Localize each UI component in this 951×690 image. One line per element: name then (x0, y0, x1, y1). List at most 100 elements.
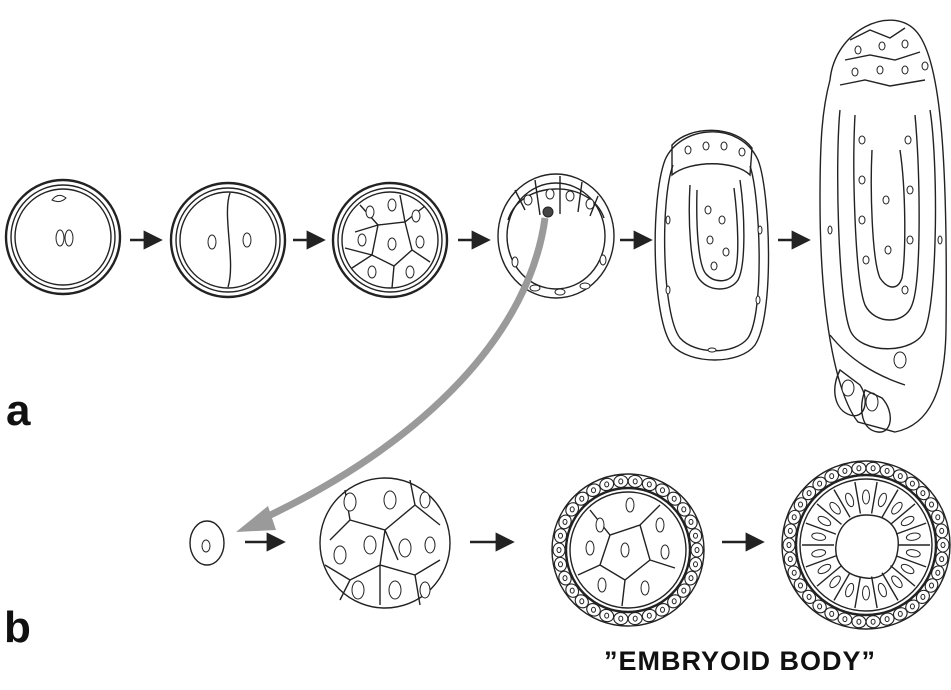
cell-nucleus (788, 557, 792, 562)
cell-boundary (855, 577, 861, 609)
cell-nucleus (605, 482, 609, 487)
cell-nucleus (592, 488, 596, 493)
cell-nucleus (921, 491, 925, 496)
cell-nucleus (898, 611, 902, 616)
label-a: a (6, 386, 30, 436)
cell-nucleus (788, 528, 792, 533)
cell-nucleus (563, 576, 567, 581)
cell-nucleus (877, 582, 888, 598)
cell-boundary (872, 482, 878, 514)
cell-nucleus (844, 492, 855, 508)
cell-nucleus (570, 588, 574, 593)
cell-nucleus (799, 583, 803, 588)
cell-nucleus (792, 570, 796, 575)
cell-nucleus (605, 613, 609, 618)
cell-nucleus (807, 491, 811, 496)
cell-nucleus (811, 549, 826, 558)
cell-nucleus (559, 533, 563, 538)
cell-nucleus (633, 479, 637, 484)
cell-nucleus (694, 562, 698, 567)
cell-boundary (896, 556, 926, 567)
cell-nucleus (817, 514, 833, 527)
cell-nucleus (921, 594, 925, 599)
cell-nucleus (871, 619, 875, 624)
cell-nucleus (811, 532, 826, 541)
cell-nucleus (830, 474, 834, 479)
cell-nucleus (563, 519, 567, 524)
cell-boundary (806, 556, 836, 567)
cell-nucleus (580, 496, 584, 501)
egg-cylinder-early-stage (655, 130, 768, 360)
cell-nucleus (898, 474, 902, 479)
cell-nucleus (900, 514, 916, 527)
cell-nucleus (580, 599, 584, 604)
cell-nucleus (930, 502, 934, 507)
cell-nucleus (885, 468, 889, 473)
cell-nucleus (647, 613, 651, 618)
cell-nucleus (672, 496, 676, 501)
cell-nucleus (557, 548, 561, 553)
cell-nucleus (843, 468, 847, 473)
cell-nucleus (570, 507, 574, 512)
cell-nucleus (619, 479, 623, 484)
cell-nucleus (559, 562, 563, 567)
morula-stage (333, 183, 447, 297)
cell-nucleus (830, 611, 834, 616)
cell-nucleus (792, 515, 796, 520)
cell-nucleus (890, 501, 904, 516)
cell-nucleus (682, 507, 686, 512)
cell-nucleus (818, 604, 822, 609)
cell-nucleus (828, 574, 842, 589)
cell-nucleus (647, 482, 651, 487)
cell-nucleus (689, 519, 693, 524)
cell-nucleus (787, 543, 791, 548)
cell-nucleus (844, 582, 855, 598)
cell-nucleus (818, 481, 822, 486)
cell-nucleus (828, 501, 842, 516)
single-cell-stage (190, 521, 224, 565)
two-cell-stage (171, 183, 285, 297)
cell-nucleus (661, 607, 665, 612)
cell-nucleus (695, 548, 699, 553)
cell-nucleus (910, 604, 914, 609)
cell-boundary (872, 577, 878, 609)
cell-nucleus (857, 619, 861, 624)
cell-nucleus (592, 607, 596, 612)
cell-nucleus (843, 617, 847, 622)
cell-nucleus (689, 576, 693, 581)
cell-boundary (855, 482, 861, 514)
cell-nucleus (940, 557, 944, 562)
derivation-arrow (236, 218, 545, 532)
simple-embryoid-body-stage (552, 474, 704, 626)
cell-aggregate-stage (320, 478, 450, 608)
cell-nucleus (857, 466, 861, 471)
cell-nucleus (890, 574, 904, 589)
cell-nucleus (799, 502, 803, 507)
cell-nucleus (906, 549, 921, 558)
zygote-stage (6, 180, 120, 294)
cell-boundary (806, 523, 836, 534)
label-b: b (4, 603, 31, 653)
cell-nucleus (672, 599, 676, 604)
cell-boundary (896, 523, 926, 534)
embryoid-body-caption: ”EMBRYOID BODY” (604, 646, 876, 677)
cell-nucleus (910, 481, 914, 486)
blastocyst-stage (498, 174, 614, 298)
cell-nucleus (885, 617, 889, 622)
cell-nucleus (817, 562, 833, 575)
egg-cylinder-late-stage (820, 20, 946, 432)
cell-nucleus (863, 586, 870, 600)
cystic-embryoid-body-stage (782, 461, 950, 629)
cell-nucleus (619, 616, 623, 621)
cell-nucleus (936, 515, 940, 520)
cell-nucleus (877, 492, 888, 508)
cell-nucleus (936, 570, 940, 575)
cell-nucleus (900, 562, 916, 575)
cell-nucleus (930, 583, 934, 588)
cell-nucleus (941, 543, 945, 548)
cell-nucleus (682, 588, 686, 593)
cell-nucleus (633, 616, 637, 621)
cell-nucleus (807, 594, 811, 599)
cell-nucleus (863, 490, 870, 504)
